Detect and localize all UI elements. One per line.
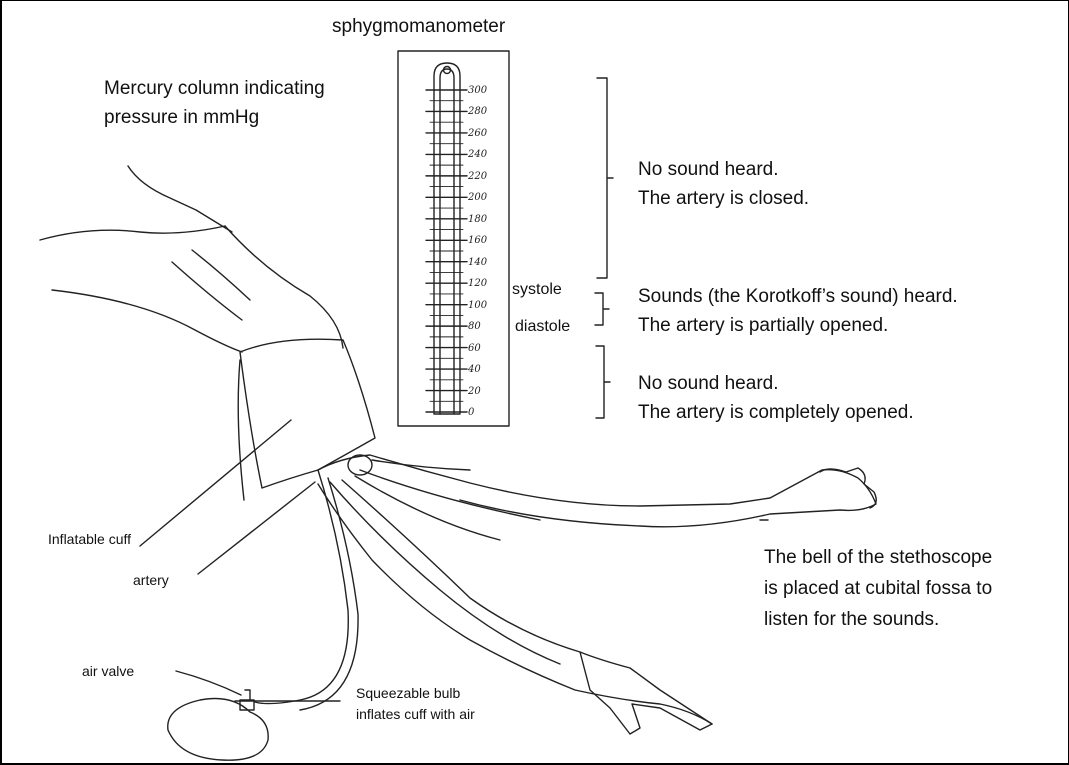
zone-partial-line2: The artery is partially opened. bbox=[638, 311, 888, 340]
diastole-label: diastole bbox=[515, 316, 570, 338]
mercury-label-line2: pressure in mmHg bbox=[104, 103, 259, 132]
scale-tick-label: 60 bbox=[468, 344, 481, 354]
scale-tick-label: 220 bbox=[468, 172, 487, 182]
leader-cuff bbox=[140, 420, 291, 546]
zone-open-line2: The artery is completely opened. bbox=[638, 398, 914, 427]
scale-tick-label: 120 bbox=[468, 279, 487, 289]
scale-tick-label: 240 bbox=[468, 150, 487, 160]
shoulder-outline bbox=[128, 166, 232, 232]
stethoscope-callout-line2: is placed at cubital fossa to bbox=[764, 574, 992, 603]
forearm-vessel-a bbox=[330, 482, 560, 664]
cuff-tubing bbox=[255, 470, 348, 704]
cuff-seam bbox=[238, 360, 244, 500]
bracket-open bbox=[596, 346, 610, 418]
bulb-callout-line1: Squeezable bulb bbox=[356, 683, 460, 703]
leader-artery bbox=[198, 482, 315, 574]
stethoscope-callout-line1: The bell of the stethoscope bbox=[764, 543, 992, 572]
squeeze-bulb bbox=[168, 699, 268, 761]
forearm-vessel-c bbox=[355, 470, 540, 540]
mercury-label-line1: Mercury column indicating bbox=[104, 74, 325, 103]
scale-tick-lines bbox=[426, 90, 467, 412]
stethoscope-callout-line3: listen for the sounds. bbox=[764, 605, 939, 634]
cuff-callout: Inflatable cuff bbox=[48, 529, 131, 549]
scale-tick-label: 100 bbox=[468, 301, 487, 311]
stethoscope-bell bbox=[348, 455, 372, 475]
cuff-tubing-inner bbox=[300, 478, 358, 710]
scale-tick-label: 140 bbox=[468, 258, 487, 268]
bulb-callout-line2: inflates cuff with air bbox=[356, 704, 475, 724]
bracket-partial bbox=[595, 293, 609, 325]
artery-callout: artery bbox=[133, 570, 169, 590]
scale-tick-label: 40 bbox=[468, 365, 481, 375]
leader-air-valve bbox=[176, 671, 241, 695]
torso-outline bbox=[40, 226, 225, 240]
scale-tick-label: 260 bbox=[468, 129, 487, 139]
zone-closed-line2: The artery is closed. bbox=[638, 184, 809, 213]
air-valve-callout: air valve bbox=[82, 661, 134, 681]
hand-bottom bbox=[580, 652, 712, 734]
scale-tick-label: 20 bbox=[468, 387, 481, 397]
scale-tick-label: 80 bbox=[468, 322, 481, 332]
zone-partial-line1: Sounds (the Korotkoff’s sound) heard. bbox=[638, 282, 958, 311]
upper-arm-top bbox=[225, 226, 343, 348]
scale-tick-label: 300 bbox=[468, 86, 487, 96]
upper-arm-bottom bbox=[52, 290, 242, 352]
zone-open-line1: No sound heard. bbox=[638, 369, 779, 398]
zone-closed-line1: No sound heard. bbox=[638, 155, 779, 184]
diagram-title: sphygmomanometer bbox=[332, 12, 505, 41]
upper-arm-vessels bbox=[172, 250, 250, 320]
mercury-tube bbox=[434, 63, 460, 414]
scale-tick-label: 180 bbox=[468, 215, 487, 225]
scale-tick-label: 200 bbox=[468, 193, 487, 203]
air-valve-stem bbox=[245, 690, 250, 700]
cuff-outline bbox=[240, 339, 375, 488]
scale-tick-label: 280 bbox=[468, 107, 487, 117]
forearm-upper-outline bbox=[318, 455, 876, 527]
bracket-closed bbox=[597, 78, 613, 278]
stethoscope-tube bbox=[372, 460, 470, 470]
systole-label: systole bbox=[512, 279, 562, 301]
scale-tick-label: 160 bbox=[468, 236, 487, 246]
mercury-tube-inner bbox=[440, 69, 454, 414]
scale-tick-label: 0 bbox=[468, 408, 474, 418]
